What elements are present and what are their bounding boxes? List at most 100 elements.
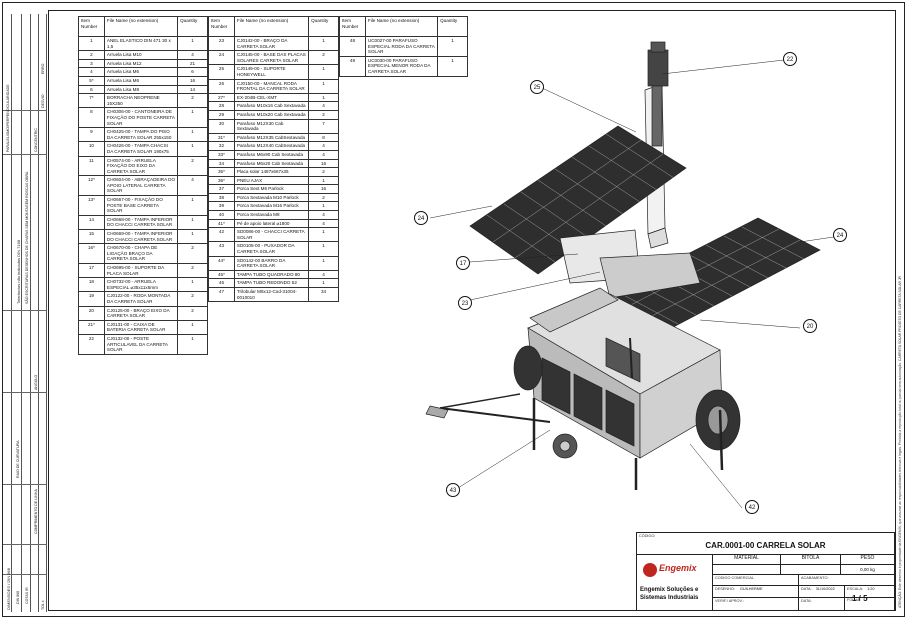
bom-quantity: 4 xyxy=(308,141,339,151)
bom-item-number: 11 xyxy=(78,155,105,177)
bom-table-2: Item Number File Name (no extension) Qua… xyxy=(208,16,339,303)
bom-item-number: 14 xyxy=(78,214,105,231)
bom-item-number: 19 xyxy=(78,291,105,307)
bom-item-number: 12* xyxy=(78,175,105,197)
company-line-2: Sistemas Industriais xyxy=(640,595,699,601)
bom-file-name: Parafuso M6x20 Cab Sextavada xyxy=(233,158,310,169)
bom-file-name: Pé de apoio lateral ⌀1800 xyxy=(233,218,310,229)
bom-quantity: 2 xyxy=(308,167,339,177)
material-label: MATERIAL xyxy=(713,555,781,565)
bom-quantity: 7 xyxy=(308,118,339,134)
bom-quantity: 4 xyxy=(308,149,339,160)
bom-file-name: BORRACHA NEOPRENE 15X250 xyxy=(103,93,179,109)
bom-quantity: 2 xyxy=(308,50,339,66)
sheet-label: FOLHA: xyxy=(847,598,861,602)
header-file: File Name (no extension) xyxy=(103,16,179,37)
bom-item-number: 45* xyxy=(208,269,235,280)
bom-item-number: 13* xyxy=(78,195,105,216)
bom-item-number: 26 xyxy=(208,78,235,94)
bom-quantity: 1 xyxy=(177,35,208,52)
bom-quantity: 1 xyxy=(308,64,339,80)
balloon-17: 17 xyxy=(456,256,470,270)
bom-quantity: 16 xyxy=(308,158,339,169)
bom-quantity: 1 xyxy=(177,141,208,157)
sheet-number: 1 / 5 xyxy=(852,594,868,603)
bom-quantity: 1 xyxy=(308,278,339,288)
bom-quantity: 1 xyxy=(177,229,208,245)
bom-item-number: 18 xyxy=(78,277,105,293)
bom-table-1: Item Number File Name (no extension) Qua… xyxy=(78,16,208,355)
bom-quantity: 2 xyxy=(308,192,339,203)
bom-item-number: 28 xyxy=(208,101,235,111)
balloon-24-left: 24 xyxy=(414,211,428,225)
bom-file-name: SD0142-00 BARRO DA CARRETA SOLAR xyxy=(233,255,310,271)
balloon-43: 43 xyxy=(446,483,460,497)
bom-quantity: 4 xyxy=(308,210,339,220)
deviation-label: DESVIO xyxy=(41,94,45,108)
bom-quantity: 2 xyxy=(177,291,208,307)
verified-label: VERIF./ APROV.: xyxy=(713,598,799,610)
bom-item-number: 35* xyxy=(208,167,235,177)
bom-quantity: 1 xyxy=(308,175,339,186)
date-label: DATA: xyxy=(801,587,812,591)
bom-quantity: 2 xyxy=(177,155,208,177)
right-strip-text: ATENÇÃO: Este desenho é propriedade da E… xyxy=(898,276,902,608)
bom-item-number: 3 xyxy=(78,58,105,69)
bom-item-number: 25 xyxy=(208,64,235,80)
bom-item-number: 37 xyxy=(208,184,235,194)
bom-item-number: 40 xyxy=(208,210,235,220)
bitola-label: BITOLA xyxy=(781,555,841,565)
bom-file-name: Parafuso M12X35 CabSextavada xyxy=(233,132,310,143)
bom-quantity: 16 xyxy=(308,184,339,194)
bom-item-number: 17 xyxy=(78,262,105,279)
bom-file-name: Trilobular M6x12-Cod-31004-0010010 xyxy=(233,286,310,303)
bom-item-number: 32 xyxy=(208,141,235,151)
bom-item-number: 4 xyxy=(78,67,105,77)
bom-quantity: 2 xyxy=(177,93,208,109)
bom-file-name: CH0695-00 - SUPORTE DA PLACA SOLAR xyxy=(103,262,179,279)
bom-quantity: 1 xyxy=(308,255,339,271)
bom-file-name: CJ0150-00 - MANCAL RODA FRONTAL DA CARRE… xyxy=(233,78,310,94)
bom-item-number: 23 xyxy=(208,35,235,52)
bom-item-number: 15 xyxy=(78,229,105,245)
bom-quantity: 4 xyxy=(308,101,339,111)
bom-item-number: 9 xyxy=(78,127,105,143)
drawn-label: DESENHO: xyxy=(715,587,735,591)
bom-item-number: 10 xyxy=(78,141,105,157)
bom-file-name: Porca Sextavada M8 xyxy=(233,210,310,220)
balloon-22: 22 xyxy=(783,52,797,66)
bom-item-number: 36* xyxy=(208,175,235,186)
bom-item-number: 47 xyxy=(208,286,235,303)
bom-quantity: 4 xyxy=(308,269,339,280)
commercial-code-label: CODIGO COMERCIAL xyxy=(713,575,799,586)
header-item: Item Number xyxy=(78,16,105,37)
right-note-strip: ATENÇÃO: Este desenho é propriedade da E… xyxy=(896,10,905,611)
bom-quantity: 1 xyxy=(437,55,468,77)
dim-din-label: DIN 868 xyxy=(16,590,20,604)
bom-quantity: 14 xyxy=(177,84,208,95)
bom-file-name: CH0574-00 - ARRUELA FIXAÇÃO DO EIXO DA C… xyxy=(103,155,179,177)
bom-file-name: CJ0125-00 - BRAÇO EIXO DA CARRETA SOLAR xyxy=(103,305,179,321)
bom-file-name: Parafuso M10x16 Cab Sextavada xyxy=(233,101,310,111)
